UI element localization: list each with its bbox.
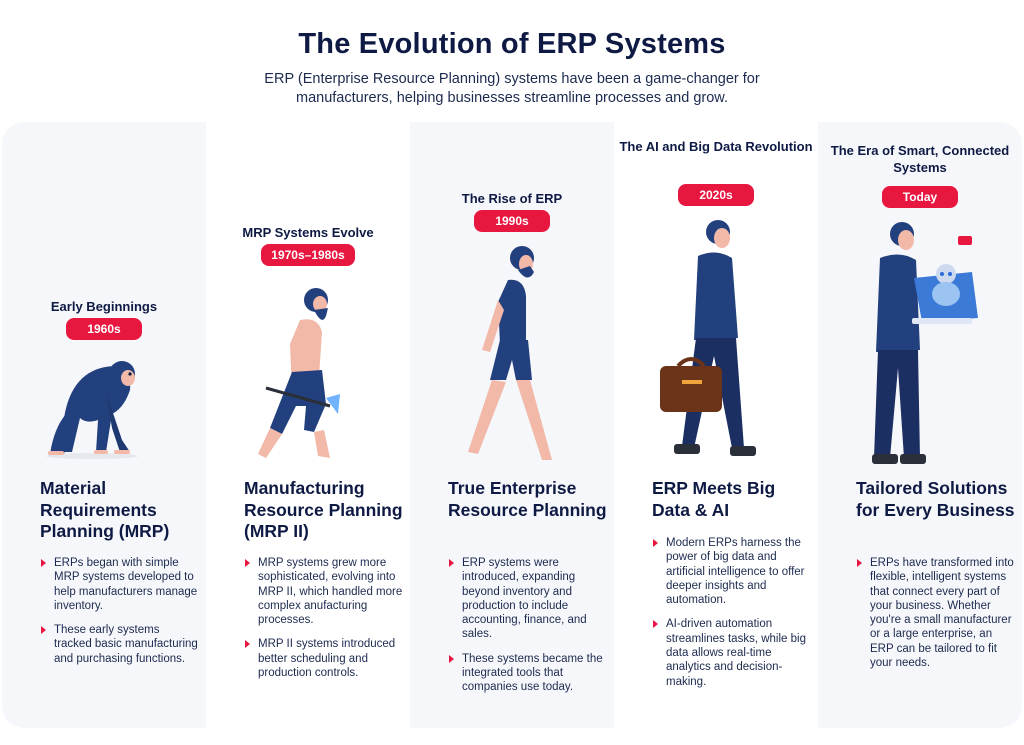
stage-bullet-list: ERP systems were introduced, expanding b… xyxy=(448,556,608,705)
bullet-item: Modern ERPs harness the power of big dat… xyxy=(652,536,812,607)
stage-bullet-list: ERPs have transformed into flexible, int… xyxy=(856,556,1016,680)
bullet-item: ERPs began with simple MRP systems devel… xyxy=(40,556,200,613)
bullet-item: These systems became the integrated tool… xyxy=(448,652,608,695)
bullet-item: ERP systems were introduced, expanding b… xyxy=(448,556,608,642)
stage-bullet-list: ERPs began with simple MRP systems devel… xyxy=(40,556,200,676)
stage-badge: 1990s xyxy=(474,210,550,232)
stage-heading: Manufacturing Resource Planning (MRP II) xyxy=(244,478,403,541)
stage-era-title: MRP Systems Evolve xyxy=(242,225,374,240)
businessman-figure-icon xyxy=(660,220,756,456)
stage-badge: 2020s xyxy=(678,184,754,206)
header: The Evolution of ERP Systems ERP (Enterp… xyxy=(0,0,1024,122)
ape-figure-icon xyxy=(46,361,138,459)
stage-heading: ERP Meets Big Data & AI xyxy=(652,478,776,520)
stage-1990s: The Rise of ERP 1990s True Enterprise Re… xyxy=(410,122,614,728)
stage-today: The Era of Smart, Connected Systems Toda… xyxy=(818,122,1022,728)
bullet-item: AI-driven automation streamlines tasks, … xyxy=(652,617,812,688)
stage-era-title: The Rise of ERP xyxy=(461,191,563,206)
early-human-figure-icon xyxy=(468,246,552,460)
stage-heading: True Enterprise Resource Planning xyxy=(448,478,607,520)
bullet-item: MRP systems grew more sophisticated, evo… xyxy=(244,556,404,627)
stage-badge: 1960s xyxy=(66,318,142,340)
stage-badge: 1970s–1980s xyxy=(261,244,355,266)
stage-badge: Today xyxy=(882,186,958,208)
stage-1970s-1980s: MRP Systems Evolve 1970s–1980s Manufactu… xyxy=(206,122,410,728)
timeline-panel: Early Beginnings 1960s Material Requirem… xyxy=(2,122,1022,728)
stage-era-title: The Era of Smart, Connected Systems xyxy=(830,143,1010,175)
caveman-figure-icon xyxy=(258,288,340,458)
page-subtitle: ERP (Enterprise Resource Planning) syste… xyxy=(264,71,760,106)
stage-era-title: The AI and Big Data Revolution xyxy=(619,139,813,154)
bullet-item: These early systems tracked basic manufa… xyxy=(40,623,200,666)
page-title: The Evolution of ERP Systems xyxy=(298,28,726,60)
stage-1960s: Early Beginnings 1960s Material Requirem… xyxy=(2,122,206,728)
bullet-item: MRP II systems introduced better schedul… xyxy=(244,637,404,680)
stage-era-title: Early Beginnings xyxy=(50,299,158,314)
stage-heading: Material Requirements Planning (MRP) xyxy=(40,478,170,541)
stage-bullet-list: Modern ERPs harness the power of big dat… xyxy=(652,536,812,699)
stage-heading: Tailored Solutions for Every Business xyxy=(856,478,1015,520)
stage-2020s: The AI and Big Data Revolution 2020s ERP… xyxy=(614,122,818,728)
laptop-robot-figure-icon xyxy=(872,222,978,464)
bullet-item: ERPs have transformed into flexible, int… xyxy=(856,556,1016,670)
stage-bullet-list: MRP systems grew more sophisticated, evo… xyxy=(244,556,404,690)
